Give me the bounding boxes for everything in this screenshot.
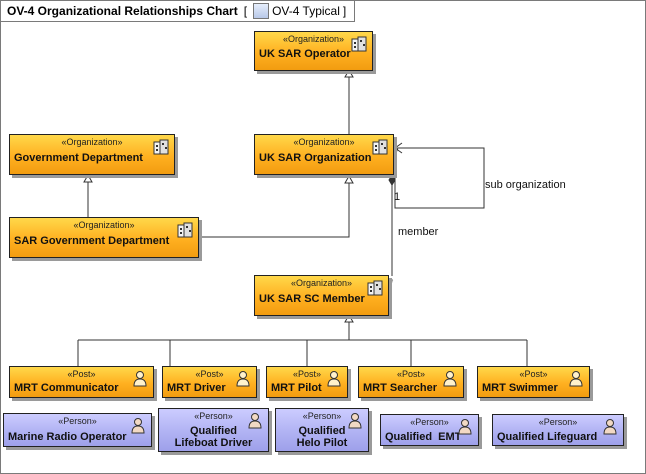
node-name: Government Department [14, 152, 143, 164]
node-uk-sar-operator[interactable]: «Organization» UK SAR Operator [254, 31, 373, 71]
multiplicity-star-top: * [394, 146, 399, 158]
node-name-line2: Lifeboat Driver [174, 437, 253, 449]
sub-org-arrowhead [394, 142, 403, 154]
node-mrt-pilot[interactable]: «Post» MRT Pilot [266, 366, 348, 398]
stereotype-label: «Organization» [282, 34, 345, 44]
generalization-arrow [344, 68, 354, 78]
stereotype-label: «Organization» [293, 137, 355, 147]
node-sar-government-department[interactable]: «Organization» SAR Government Department [9, 217, 199, 258]
node-name-line2: Helo Pilot [296, 437, 348, 449]
person-icon [348, 413, 362, 429]
person-icon [248, 413, 262, 429]
organization-icon [367, 280, 383, 296]
person-icon [458, 419, 472, 435]
generalization-arrow [83, 173, 93, 183]
stereotype-label: «Post» [396, 369, 426, 379]
diagram-header: OV-4 Organizational Relationships Chart … [1, 1, 356, 22]
member-label: member [398, 226, 439, 238]
node-mrt-communicator[interactable]: «Post» MRT Communicator [9, 366, 154, 398]
generalization-arrow [344, 174, 354, 184]
edge-sub-organization [394, 147, 485, 209]
organization-icon [372, 139, 388, 155]
node-mrt-driver[interactable]: «Post» MRT Driver [162, 366, 257, 398]
edge-sargov-sarorg [199, 183, 350, 238]
sub-organization-label: sub organization [485, 179, 566, 191]
node-name: MRT Swimmer [482, 382, 558, 394]
node-name: Qualified EMT [385, 431, 462, 443]
post-person-icon [236, 371, 250, 387]
node-marine-radio-operator[interactable]: «Person» Marine Radio Operator [3, 413, 152, 447]
stereotype-label: «Person» [58, 416, 97, 426]
node-name-line1: Qualified [189, 425, 238, 437]
multiplicity-one: 1 [394, 191, 401, 203]
stereotype-label: «Person» [410, 417, 449, 427]
node-mrt-searcher[interactable]: «Post» MRT Searcher [358, 366, 464, 398]
stereotype-label: «Post» [519, 369, 548, 379]
post-person-icon [443, 371, 457, 387]
node-name: MRT Searcher [363, 382, 437, 394]
multiplicity-star-bottom: * [389, 277, 394, 289]
stereotype-label: «Organization» [290, 278, 353, 288]
stereotype-label: «Organization» [73, 220, 135, 230]
post-person-icon [327, 371, 341, 387]
person-icon [603, 419, 617, 435]
post-person-icon [133, 371, 147, 387]
node-qualified-emt[interactable]: «Person» Qualified EMT [380, 414, 479, 446]
node-name: UK SAR Organization [259, 152, 372, 164]
node-name: MRT Communicator [14, 382, 119, 394]
node-qualified-helo-pilot[interactable]: «Person» Qualified Helo Pilot [275, 408, 369, 452]
stereotype-label: «Organization» [61, 137, 123, 147]
node-uk-sar-sc-member[interactable]: «Organization» UK SAR SC Member [254, 275, 389, 316]
node-name: MRT Driver [167, 382, 226, 394]
bracket-open: [ [243, 4, 248, 18]
diagram-title: OV-4 Organizational Relationships Chart [7, 4, 238, 18]
node-name: UK SAR Operator [259, 48, 351, 60]
node-qualified-lifeboat-driver[interactable]: «Person» Qualified Lifeboat Driver [158, 408, 269, 452]
stereotype-label: «Post» [292, 369, 322, 379]
stereotype-label: «Post» [195, 369, 224, 379]
node-government-department[interactable]: «Organization» Government Department [9, 134, 175, 175]
organization-icon [177, 222, 193, 238]
organization-icon [153, 139, 169, 155]
organization-icon [351, 36, 367, 52]
diagram-icon [253, 3, 270, 19]
node-qualified-lifeguard[interactable]: «Person» Qualified Lifeguard [492, 414, 624, 446]
stereotype-label: «Person» [194, 411, 233, 421]
stereotype-label: «Post» [67, 369, 96, 379]
stereotype-label: «Person» [538, 417, 578, 427]
generalization-arrow [344, 313, 354, 323]
node-name: Marine Radio Operator [8, 431, 127, 443]
node-name: SAR Government Department [14, 235, 170, 247]
post-person-icon [569, 371, 583, 387]
stereotype-label: «Person» [302, 411, 342, 421]
person-icon [131, 418, 145, 434]
diagram-type: OV-4 Typical [272, 4, 340, 18]
node-mrt-swimmer[interactable]: «Post» MRT Swimmer [477, 366, 590, 398]
node-uk-sar-organization[interactable]: «Organization» UK SAR Organization [254, 134, 394, 175]
aggregation-diamond [388, 174, 396, 186]
node-name: MRT Pilot [271, 382, 322, 394]
node-name: UK SAR SC Member [259, 293, 365, 305]
node-name: Qualified Lifeguard [497, 431, 598, 443]
node-name-line1: Qualified [298, 425, 346, 437]
bracket-close: ] [342, 4, 347, 18]
